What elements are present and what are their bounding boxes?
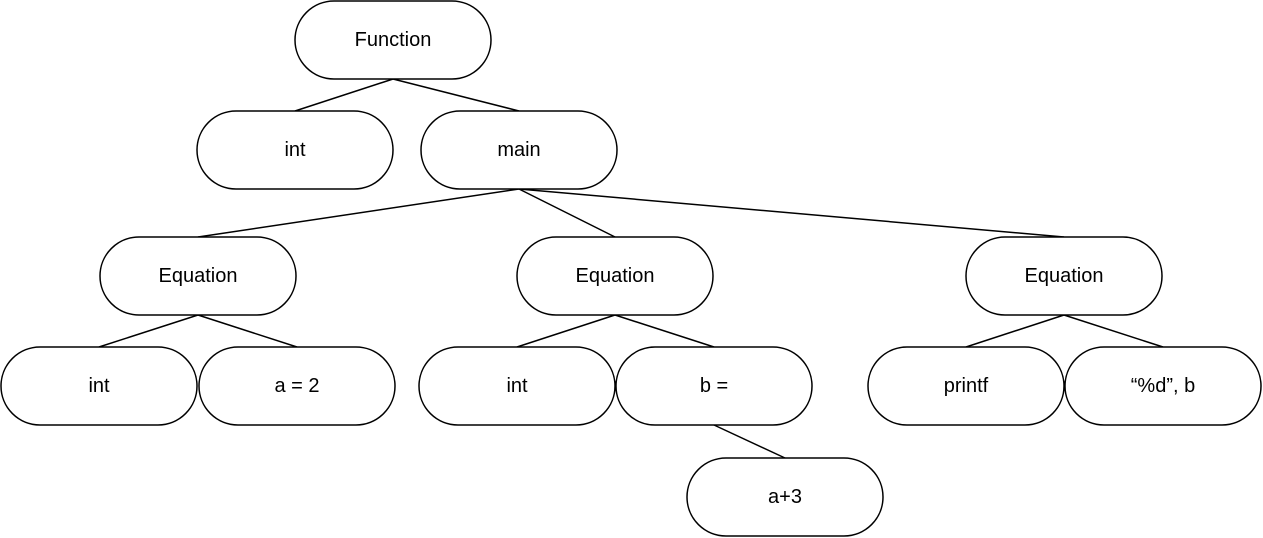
- node-printf-args: “%d”, b: [1064, 346, 1262, 426]
- node-shape-function: [294, 0, 492, 80]
- node-label-int-a: int: [88, 375, 110, 397]
- node-printf: printf: [867, 346, 1065, 426]
- node-int-a: int: [0, 346, 198, 426]
- node-label-equation-3: Equation: [1025, 265, 1104, 287]
- node-shape-assign-b: [615, 346, 813, 426]
- node-label-printf-args: “%d”, b: [1131, 375, 1195, 397]
- tree-edges: [98, 78, 1164, 459]
- node-label-main: main: [497, 139, 540, 161]
- node-label-equation-2: Equation: [576, 265, 655, 287]
- node-label-expr-a3: a+3: [768, 486, 802, 508]
- node-shape-equation-1: [99, 236, 297, 316]
- edge-function-to-main: [392, 78, 520, 112]
- edge-main-to-equation-3: [518, 188, 1065, 238]
- node-shape-printf: [867, 346, 1065, 426]
- node-equation-2: Equation: [516, 236, 714, 316]
- node-shape-equation-3: [965, 236, 1163, 316]
- node-label-int-return: int: [284, 139, 306, 161]
- node-equation-1: Equation: [99, 236, 297, 316]
- node-label-printf: printf: [944, 375, 989, 397]
- edge-equation-1-to-assign-a: [197, 314, 298, 348]
- edge-assign-b-to-expr-a3: [713, 424, 786, 459]
- node-shape-main: [420, 110, 618, 190]
- node-assign-b: b =: [615, 346, 813, 426]
- edge-equation-1-to-int-a: [98, 314, 199, 348]
- node-label-assign-a: a = 2: [274, 375, 319, 397]
- node-label-equation-1: Equation: [159, 265, 238, 287]
- node-expr-a3: a+3: [686, 457, 884, 537]
- node-int-b: int: [418, 346, 616, 426]
- node-shape-expr-a3: [686, 457, 884, 537]
- node-label-int-b: int: [506, 375, 528, 397]
- node-main: main: [420, 110, 618, 190]
- edge-function-to-int-return: [294, 78, 394, 112]
- node-shape-int-a: [0, 346, 198, 426]
- edge-equation-3-to-printf: [965, 314, 1065, 348]
- node-function: Function: [294, 0, 492, 80]
- edge-equation-2-to-int-b: [516, 314, 616, 348]
- node-label-assign-b: b =: [700, 375, 728, 397]
- node-shape-assign-a: [198, 346, 396, 426]
- node-shape-int-return: [196, 110, 394, 190]
- edge-equation-2-to-assign-b: [614, 314, 715, 348]
- edge-equation-3-to-printf-args: [1063, 314, 1164, 348]
- node-label-function: Function: [355, 29, 432, 51]
- node-equation-3: Equation: [965, 236, 1163, 316]
- node-assign-a: a = 2: [198, 346, 396, 426]
- node-int-return: int: [196, 110, 394, 190]
- edge-main-to-equation-1: [197, 188, 520, 238]
- node-shape-equation-2: [516, 236, 714, 316]
- node-shape-printf-args: [1064, 346, 1262, 426]
- node-shape-int-b: [418, 346, 616, 426]
- edge-main-to-equation-2: [518, 188, 616, 238]
